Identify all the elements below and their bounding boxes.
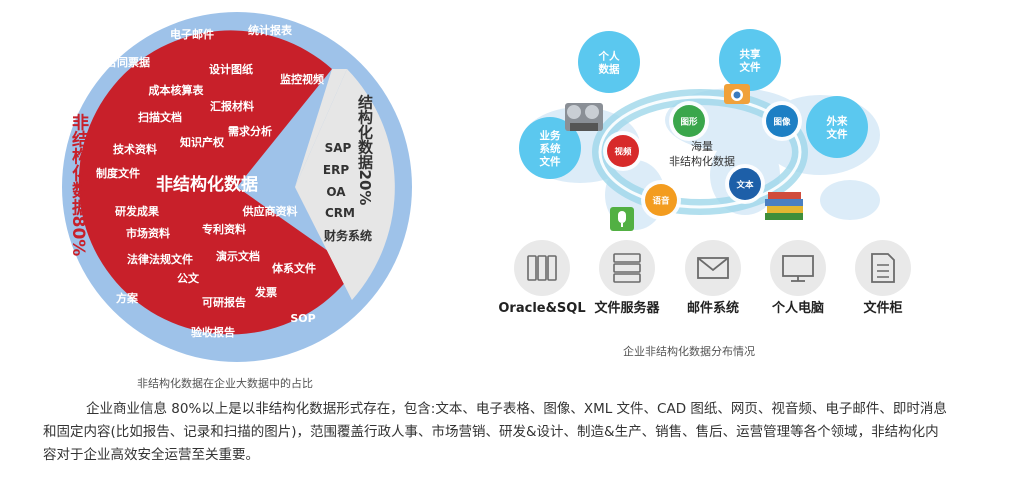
bubble-label: 业务 bbox=[540, 129, 561, 142]
orbit-node-label: 图像 bbox=[773, 117, 791, 128]
inner-item: 公文 bbox=[177, 271, 200, 285]
inner-item: 法律法规文件 bbox=[127, 252, 193, 266]
inner-item: 汇报材料 bbox=[210, 99, 254, 113]
bubble-label: 系统 bbox=[540, 142, 561, 155]
ring-item: 验收报告 bbox=[191, 325, 235, 339]
monitor-icon bbox=[782, 255, 814, 282]
hub-label-line1: 海量 bbox=[691, 139, 713, 153]
source-monitor: 个人电脑 bbox=[770, 240, 826, 316]
film-reel-icon bbox=[565, 103, 603, 131]
source-label: 文件柜 bbox=[863, 300, 902, 316]
data-distribution-diagram: 海量 非结构化数据 图形图像视频文本语音 个人数据共享文件业务系统文件外来文件 … bbox=[498, 29, 911, 316]
ring-item: 统计报表 bbox=[248, 23, 293, 37]
inner-item: 研发成果 bbox=[115, 204, 159, 218]
structured-item: 财务系统 bbox=[323, 228, 372, 243]
data-proportion-diagram: 非结构化数据80% 结构化数据20% 非结构化数据 SAP ERP OA CRM 财务系… bbox=[62, 12, 412, 362]
ring-item: SOP bbox=[290, 312, 315, 325]
bubble-label: 文件 bbox=[539, 155, 561, 168]
source-database: Oracle&SQL bbox=[498, 240, 586, 316]
inner-item: 专利资料 bbox=[202, 222, 246, 236]
structured-item: OA bbox=[326, 185, 346, 199]
description-paragraph: 企业商业信息 80%以上是以非结构化数据形式存在，包含:文本、电子表格、图像、X… bbox=[43, 401, 947, 463]
database-icon bbox=[527, 255, 557, 281]
orbit-node: 图像 bbox=[762, 101, 802, 141]
orbit-node-label: 文本 bbox=[736, 180, 754, 191]
inner-item: 制度文件 bbox=[96, 166, 140, 180]
ring-item: 电子邮件 bbox=[170, 27, 214, 41]
bubble-label: 个人 bbox=[598, 50, 620, 63]
hub-label-line2: 非结构化数据 bbox=[669, 154, 735, 168]
inner-item: 成本核算表 bbox=[149, 83, 205, 97]
source-label: Oracle&SQL bbox=[498, 301, 585, 316]
source-server: 文件服务器 bbox=[594, 240, 660, 316]
structured-label: 结构化数据20% bbox=[356, 94, 374, 206]
inner-item: 扫描文档 bbox=[138, 110, 182, 124]
left-caption: 非结构化数据在企业大数据中的占比 bbox=[137, 377, 313, 390]
bubble-label: 数据 bbox=[598, 63, 620, 76]
inner-item: 体系文件 bbox=[272, 261, 316, 275]
orbit-node-label: 视频 bbox=[614, 147, 632, 158]
center-title: 非结构化数据 bbox=[156, 174, 258, 195]
structured-item: CRM bbox=[325, 206, 355, 220]
orbit-node-label: 图形 bbox=[680, 117, 698, 128]
document-icon bbox=[871, 253, 895, 283]
server-icon bbox=[613, 253, 641, 283]
structured-item: ERP bbox=[323, 163, 349, 177]
orbit-node: 图形 bbox=[669, 101, 709, 141]
camera-icon bbox=[724, 84, 750, 104]
source-label: 文件服务器 bbox=[594, 300, 660, 316]
inner-item: 监控视频 bbox=[280, 72, 324, 86]
orbit-node: 文本 bbox=[725, 164, 765, 204]
structured-item: SAP bbox=[325, 141, 352, 155]
bubble-label: 文件 bbox=[826, 128, 848, 141]
right-caption: 企业非结构化数据分布情况 bbox=[623, 345, 755, 358]
source-label: 邮件系统 bbox=[687, 300, 739, 316]
data-sources: Oracle&SQL 文件服务器 邮件系统 个人电脑 文件柜 bbox=[498, 240, 911, 316]
inner-item: 市场资料 bbox=[126, 226, 170, 240]
bubble-label: 共享 bbox=[740, 48, 761, 61]
inner-item: 知识产权 bbox=[179, 135, 225, 149]
inner-item: 技术资料 bbox=[113, 142, 157, 156]
bubble-label: 外来 bbox=[826, 115, 848, 128]
books-icon bbox=[765, 192, 803, 220]
bubble-label: 文件 bbox=[739, 61, 761, 74]
inner-item: 需求分析 bbox=[228, 124, 272, 138]
ring-item: 合同票据 bbox=[106, 55, 150, 69]
orbit-node: 视频 bbox=[603, 131, 643, 171]
unstructured-core bbox=[78, 30, 356, 335]
source-label: 个人电脑 bbox=[771, 300, 824, 316]
inner-item: 可研报告 bbox=[202, 295, 246, 309]
source-mail: 邮件系统 bbox=[685, 240, 741, 316]
source-document: 文件柜 bbox=[855, 240, 911, 316]
inner-item: 供应商资料 bbox=[242, 204, 298, 218]
orbit-node-label: 语音 bbox=[652, 196, 670, 207]
inner-item: 发票 bbox=[254, 285, 277, 299]
structured-sector bbox=[295, 69, 395, 300]
inner-item: 演示文档 bbox=[216, 249, 260, 263]
mail-icon bbox=[697, 257, 729, 279]
inner-item: 设计图纸 bbox=[209, 62, 253, 76]
structured-items: SAP ERP OA CRM 财务系统 bbox=[323, 141, 372, 243]
microphone-icon bbox=[610, 207, 634, 231]
ring-item: 方案 bbox=[116, 291, 139, 305]
outer-ring-label: 非结构化数据80% bbox=[68, 113, 89, 257]
orbit-node: 语音 bbox=[641, 180, 681, 220]
